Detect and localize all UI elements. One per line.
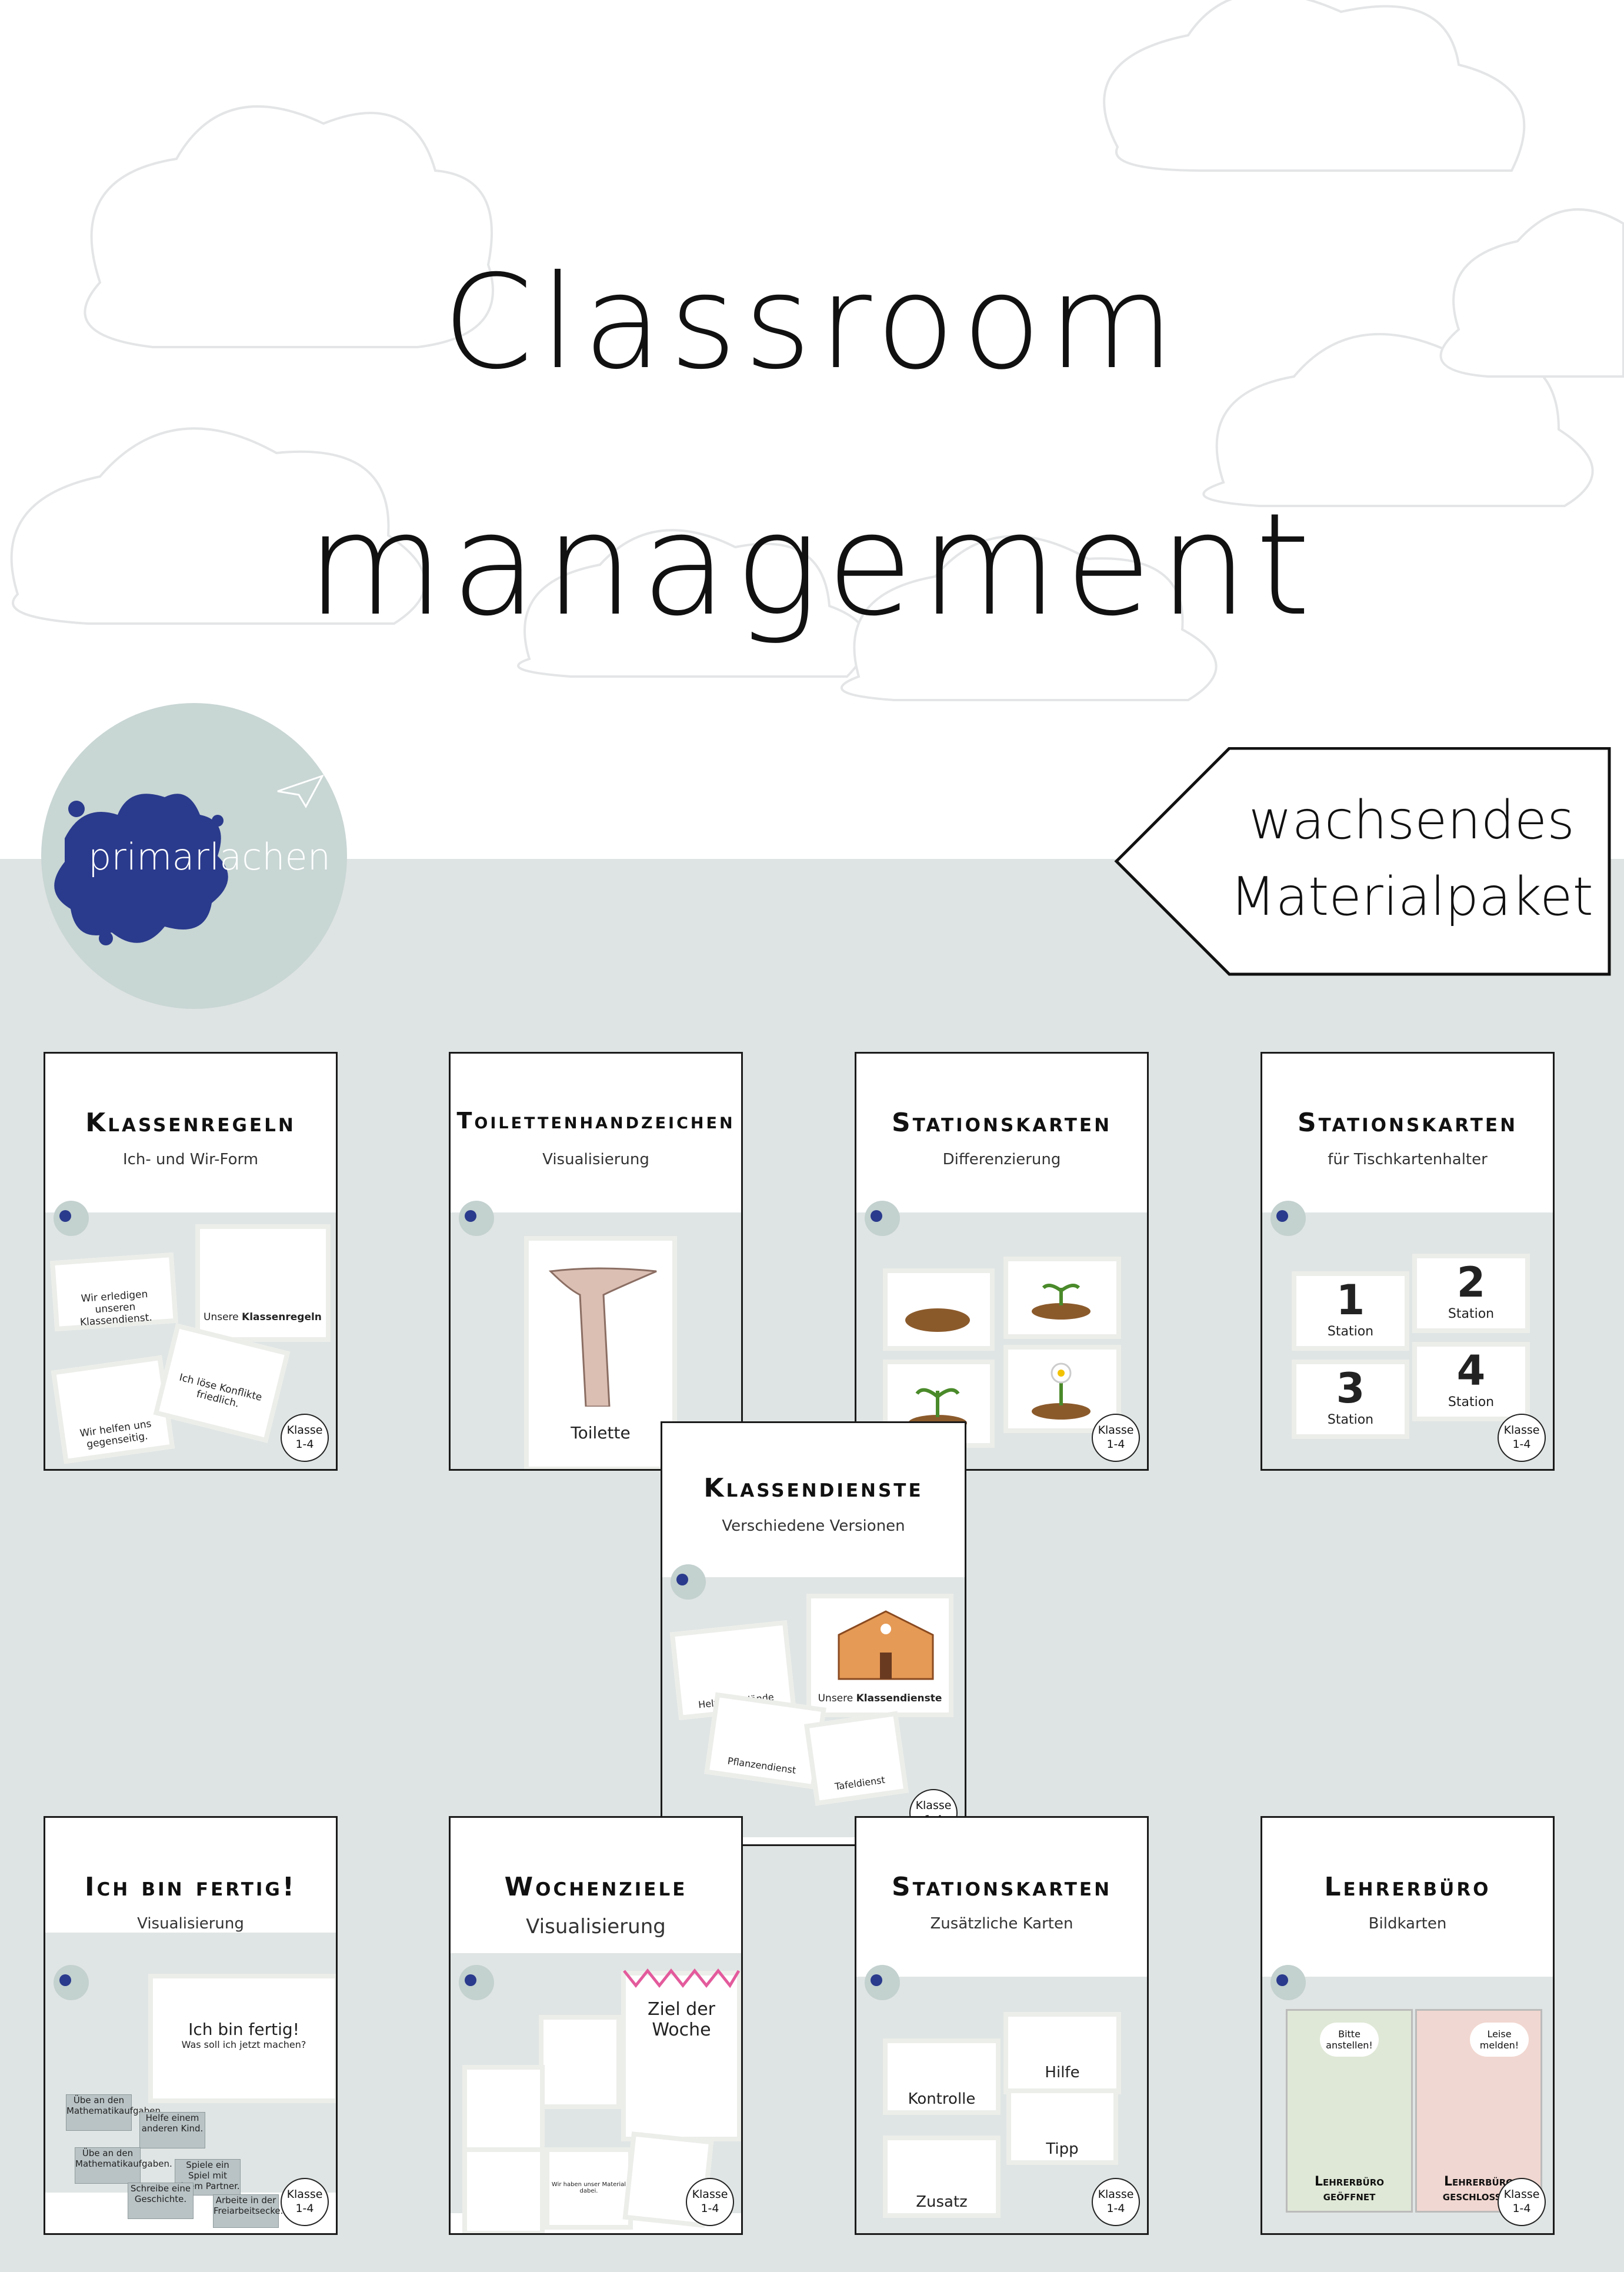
card-subtitle: Bildkarten <box>1368 1915 1447 1933</box>
sample-text-bold: Klassenregeln <box>242 1311 322 1323</box>
card-subtitle: Differenzierung <box>942 1151 1061 1168</box>
mini-logo-icon <box>459 1965 494 2000</box>
task-card: Übe an den Mathematikaufgaben. <box>75 2147 172 2184</box>
school-building-icon <box>838 1610 934 1680</box>
product-card-wochenziele[interactable]: Wochenziele Visualisierung Ziel der Woch… <box>449 1816 743 2235</box>
sample-card-sprout <box>1003 1257 1121 1339</box>
office-open-card: Bitte anstellen! Lehrerbüro geöffnet <box>1286 2009 1413 2213</box>
sample-card-trash <box>462 2147 545 2233</box>
card-title: Ich bin fertig! <box>85 1872 296 1902</box>
mini-logo-icon <box>865 1965 900 2000</box>
task-card: Arbeite in der Freiarbeitsecke. <box>213 2194 283 2228</box>
card-subtitle: Visualisierung <box>526 1915 666 1938</box>
cloud-background <box>10 0 1624 701</box>
sample-card-soil <box>883 1268 995 1351</box>
card-title: Toilettenhandzeichen <box>456 1108 735 1134</box>
sample-card-flower <box>1003 1345 1121 1433</box>
mini-logo-icon <box>54 1965 89 2000</box>
task-card: Übe an den Mathematikaufgaben. <box>66 2094 164 2131</box>
ink-splash-icon <box>54 794 228 945</box>
mini-logo-icon <box>671 1564 706 1600</box>
card-title: Wochenziele <box>504 1872 688 1902</box>
bunting-icon <box>623 1968 741 1988</box>
product-card-toilettenhandzeichen[interactable]: Toilettenhandzeichen Visualisierung Toil… <box>449 1052 743 1471</box>
sample-card: Unsere Klassenregeln <box>195 1224 331 1342</box>
tag-label: wachsendes Materialpaket <box>1229 782 1594 935</box>
card-subtitle: Visualisierung <box>137 1915 244 1933</box>
sample-card: Wir erledigen unseren Klassendienst. <box>50 1252 178 1332</box>
mini-logo-icon <box>1270 1965 1306 2000</box>
card-subtitle: Visualisierung <box>542 1151 649 1168</box>
goal-card: Ziel der Woche <box>621 1971 741 2141</box>
product-card-stationskarten-zusaetzliche[interactable]: Stationskarten Zusätzliche Karten Kontro… <box>855 1816 1149 2235</box>
brand-logo <box>41 703 347 1009</box>
task-card: Schreibe eine Geschichte. <box>128 2183 194 2219</box>
card-subtitle: Zusätzliche Karten <box>930 1915 1073 1933</box>
mini-logo-icon <box>459 1201 494 1236</box>
card-subtitle: Ich- und Wir-Form <box>122 1151 259 1168</box>
card-title: Stationskarten <box>1297 1108 1518 1138</box>
product-card-klassenregeln[interactable]: Klassenregeln Ich- und Wir-Form Wir erle… <box>44 1052 338 1471</box>
card-subtitle: für Tischkartenhalter <box>1328 1151 1488 1168</box>
card-title: Stationskarten <box>891 1108 1112 1138</box>
page-title-line1: Classroom <box>442 247 1182 398</box>
card-title: Klassenregeln <box>85 1108 296 1138</box>
product-card-ich-bin-fertig[interactable]: Ich bin fertig! Visualisierung Ich bin f… <box>44 1816 338 2235</box>
sample-card-flowerpot <box>539 2015 621 2109</box>
poster-card: Ich bin fertig! Was soll ich jetzt mache… <box>148 1974 336 2103</box>
tag-line2: Materialpaket <box>1230 866 1593 928</box>
page-title-line2: management <box>306 482 1318 647</box>
checkmark-card: Kontrolle <box>883 2038 1001 2115</box>
paper-plane-icon <box>277 774 324 809</box>
card-title: Lehrerbüro <box>1324 1872 1491 1902</box>
help-card: Hilfe <box>1003 2012 1121 2094</box>
mini-logo-icon <box>1270 1201 1306 1236</box>
card-subtitle: Verschiedene Versionen <box>722 1517 905 1535</box>
card-title: Klassendienste <box>703 1473 923 1503</box>
material-tag <box>1114 747 1611 976</box>
hand-sign-icon <box>548 1267 657 1407</box>
product-card-lehrerbuero[interactable]: Lehrerbüro Bildkarten Bitte anstellen! L… <box>1260 1816 1555 2235</box>
mini-logo-icon <box>54 1201 89 1236</box>
tip-card: Tipp <box>1006 2088 1118 2165</box>
mini-logo-icon <box>865 1201 900 1236</box>
task-card: Helfe einem anderen Kind. <box>139 2112 205 2148</box>
tag-line1: wachsendes <box>1249 789 1575 851</box>
sample-text: Unsere <box>204 1311 239 1323</box>
card-title: Stationskarten <box>891 1872 1112 1902</box>
product-card-klassendienste[interactable]: Klassendienste Verschiedene Versionen He… <box>661 1421 966 1846</box>
sample-card: Wir haben unser Material dabei. <box>545 2147 633 2230</box>
extra-card: Zusatz <box>883 2136 1001 2218</box>
brand-name: primarlachen <box>88 835 331 878</box>
sample-card: Tafeldienst <box>804 1711 909 1806</box>
